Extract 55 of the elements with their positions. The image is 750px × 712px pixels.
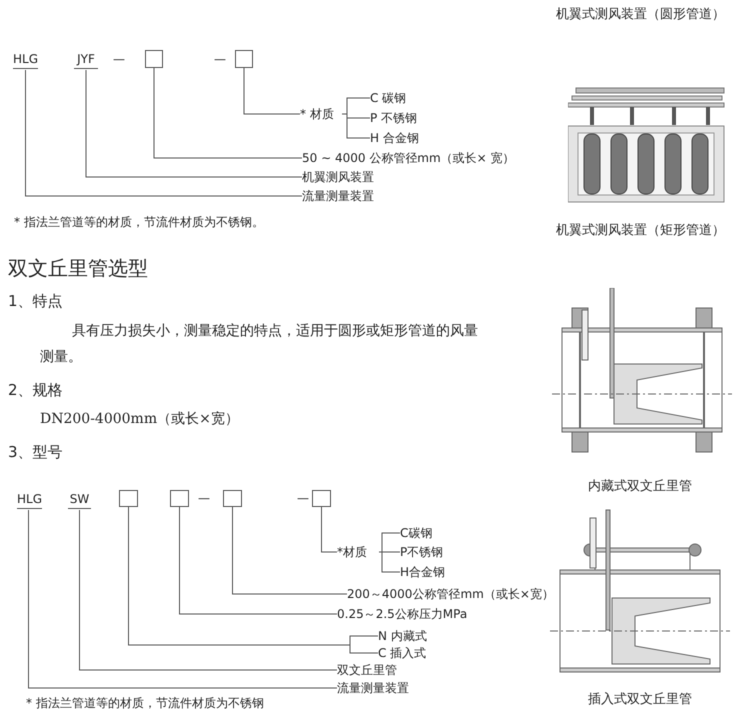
leader-line bbox=[342, 114, 370, 138]
leader-line bbox=[378, 552, 400, 572]
code-meaning: 0.25～2.5公称压力MPa bbox=[337, 606, 468, 622]
code-segment: SW bbox=[68, 490, 91, 509]
code-meaning: P 不锈钢 bbox=[370, 110, 418, 126]
subheading: 3、型号 bbox=[8, 443, 63, 461]
code-meaning: 双文丘里管 bbox=[337, 662, 397, 678]
subheading: 1、特点 bbox=[8, 292, 63, 310]
code-box bbox=[145, 50, 163, 68]
leader-line bbox=[244, 68, 300, 114]
code-box bbox=[312, 490, 331, 507]
code-meaning: 流量测量装置 bbox=[337, 680, 409, 696]
caption: 机翼式测风装置（圆形管道） bbox=[556, 6, 725, 24]
code-box bbox=[170, 490, 189, 507]
code-segment: HLG bbox=[13, 50, 38, 69]
code-segment: JYF bbox=[74, 50, 98, 69]
section-heading: 双文丘里管选型 bbox=[8, 255, 148, 281]
separator-dash: — bbox=[113, 51, 125, 68]
caption: 插入式双文丘里管 bbox=[588, 691, 692, 709]
leader-line bbox=[154, 68, 302, 158]
code-meaning: H 合金钢 bbox=[370, 130, 419, 146]
separator-dash: — bbox=[214, 51, 226, 68]
code-box bbox=[119, 490, 138, 507]
code-box bbox=[235, 50, 253, 68]
leader-line bbox=[25, 70, 302, 196]
spec-text: DN200-4000mm（或长×宽） bbox=[40, 410, 239, 428]
separator-dash: — bbox=[297, 490, 309, 507]
code-meaning: C 插入式 bbox=[378, 645, 426, 661]
subheading: 2、规格 bbox=[8, 381, 63, 399]
caption: 内藏式双文丘里管 bbox=[588, 478, 692, 496]
leader-line bbox=[28, 510, 338, 688]
leader-line bbox=[79, 510, 338, 670]
leader-line bbox=[86, 70, 302, 178]
code-meaning: N 内藏式 bbox=[378, 628, 427, 644]
footnote: * 指法兰管道等的材质，节流件材质为不锈钢。 bbox=[14, 214, 264, 231]
code-box bbox=[223, 490, 242, 507]
code-meaning: * 材质 bbox=[300, 106, 334, 122]
leader-line bbox=[378, 532, 400, 552]
caption: 机翼式测风装置（矩形管道） bbox=[556, 222, 725, 240]
code-segment: HLG bbox=[17, 490, 42, 509]
code-meaning: *材质 bbox=[337, 544, 367, 560]
code-meaning: H合金钢 bbox=[400, 564, 446, 580]
footnote: * 指法兰管道等的材质，节流件材质为不锈钢 bbox=[26, 695, 264, 712]
leader-line bbox=[179, 506, 338, 614]
paragraph: 具有压力损失小，测量稳定的特点，适用于圆形或矩形管道的风量测量。 bbox=[40, 322, 479, 367]
code-meaning: P不锈钢 bbox=[400, 544, 444, 560]
code-meaning: 流量测量装置 bbox=[302, 188, 374, 204]
code-meaning: 机翼测风装置 bbox=[302, 169, 374, 185]
code-meaning: 200～4000公称管径mm（或长×宽） bbox=[347, 586, 554, 602]
code-meaning: C碳钢 bbox=[400, 525, 432, 541]
leader-line bbox=[321, 506, 338, 552]
separator-dash: — bbox=[198, 490, 210, 507]
leader-line bbox=[232, 506, 348, 594]
code-meaning: C 碳钢 bbox=[370, 90, 406, 106]
code-meaning: 50 ~ 4000 公称管径mm（或长× 宽） bbox=[302, 150, 515, 166]
